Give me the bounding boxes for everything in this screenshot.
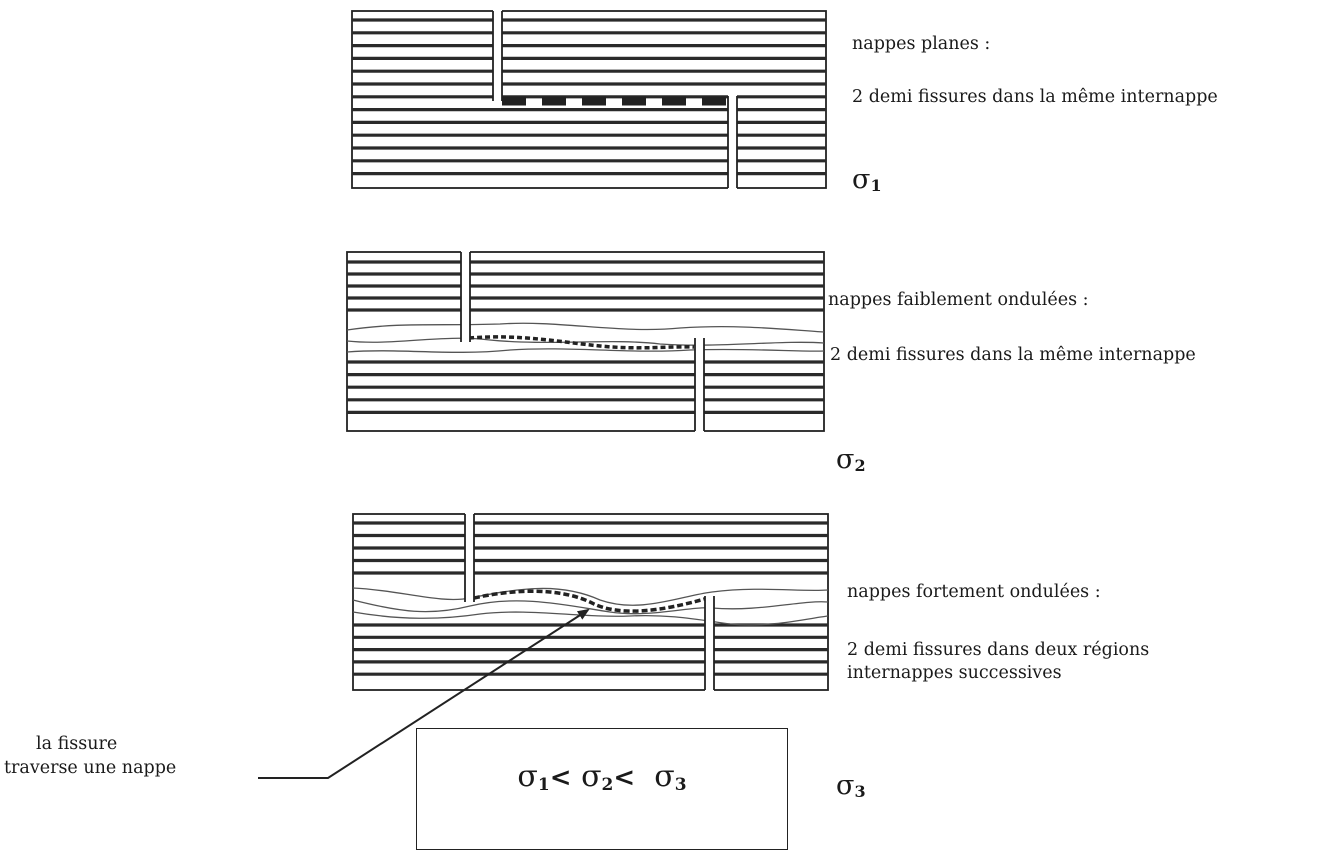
wavy-ply-boundary — [352, 587, 829, 606]
panel2-sigma: σ2 — [836, 444, 866, 475]
crack-gap — [493, 9, 502, 103]
panel3-label-description-1: 2 demi fissures dans deux régions — [847, 640, 1150, 660]
inequality-box: σ1< σ2< σ3 — [416, 728, 788, 850]
panel2-label-description: 2 demi fissures dans la même internappe — [830, 345, 1196, 365]
wavy-ply-boundary — [352, 599, 829, 615]
panel1-label-title: nappes planes : — [852, 34, 991, 54]
panel3-sigma: σ3 — [836, 770, 866, 801]
panel-weakly-wavy-plies — [346, 250, 825, 433]
panel2-label-title: nappes faiblement ondulées : — [828, 290, 1089, 310]
crack-gap — [465, 512, 474, 604]
inequality-expression: σ1< σ2< σ3 — [517, 759, 687, 795]
crack-gap — [461, 250, 470, 344]
panel3-label-title: nappes fortement ondulées : — [847, 582, 1101, 602]
wavy-ply-boundary — [346, 337, 825, 346]
crack-gap — [695, 336, 704, 433]
annotation-line1: la fissure — [36, 734, 118, 754]
delamination-dashed — [473, 589, 709, 613]
panel-strongly-wavy-plies — [352, 512, 829, 692]
wavy-ply-boundary — [346, 348, 825, 353]
panel3-label-description-2: internappes successives — [847, 663, 1062, 683]
wavy-ply-boundary — [352, 611, 829, 626]
crack-gap — [705, 594, 714, 692]
annotation-arrow — [258, 608, 590, 779]
annotation-line2: traverse une nappe — [4, 758, 177, 778]
panel1-label-description: 2 demi fissures dans la même internappe — [852, 87, 1218, 107]
panel-planar-plies — [351, 9, 827, 190]
wavy-ply-boundary — [346, 322, 825, 333]
crack-gap — [728, 94, 737, 190]
delamination-dashed — [468, 335, 695, 350]
panel1-sigma: σ1 — [852, 164, 882, 195]
